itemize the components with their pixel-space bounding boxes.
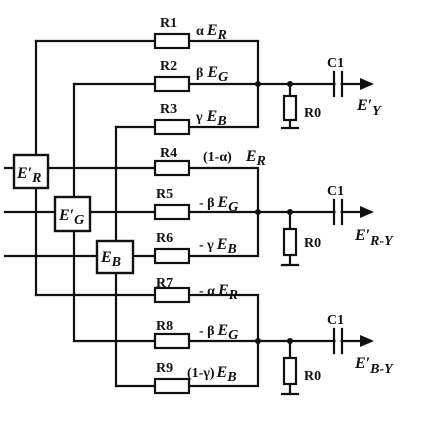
resistor-r7 xyxy=(153,286,191,304)
junction-ry xyxy=(255,209,261,215)
resistor-r2 xyxy=(153,75,191,93)
resistor-label-r8: R8 xyxy=(156,319,173,334)
load-resistor-ry xyxy=(282,227,298,257)
output-arrow-ry xyxy=(360,206,374,218)
junction-by xyxy=(255,338,261,344)
input-box-eg xyxy=(53,195,92,233)
input-box-er xyxy=(12,153,50,190)
input-box-eb xyxy=(95,239,135,275)
resistor-label-r7: R7 xyxy=(156,276,173,291)
coef-label-r4: (1-α)ER xyxy=(203,148,266,169)
resistor-label-r4: R4 xyxy=(160,146,177,161)
output-arrow-y xyxy=(360,78,374,90)
output-arrow-by xyxy=(360,335,374,347)
junction-y xyxy=(255,81,261,87)
load-label-ry: R0 xyxy=(304,236,321,251)
resistor-label-r6: R6 xyxy=(156,231,173,246)
resistor-label-r3: R3 xyxy=(160,102,177,117)
coef-label-r9: (1-γ)EB xyxy=(187,364,237,385)
resistor-label-r2: R2 xyxy=(160,59,177,74)
load-wire-y xyxy=(280,82,300,130)
resistor-r4 xyxy=(153,159,191,177)
output-label-y: E′Y xyxy=(356,97,382,119)
resistor-label-r5: R5 xyxy=(156,187,173,202)
resistor-r5 xyxy=(153,203,191,221)
resistor-r8 xyxy=(153,332,191,350)
load-resistor-by xyxy=(282,356,298,386)
cap-label-y: C1 xyxy=(327,56,344,71)
capacitor-by xyxy=(332,327,344,355)
resistor-r6 xyxy=(153,247,191,265)
resistor-r9 xyxy=(153,377,191,395)
resistor-r1 xyxy=(153,32,191,50)
wire-r4 xyxy=(34,166,260,214)
input-label-er: E′R xyxy=(16,165,42,186)
load-resistor-y xyxy=(282,94,298,122)
cap-label-ry: C1 xyxy=(327,184,344,199)
wire-r7 xyxy=(34,293,260,343)
load-label-y: R0 xyxy=(304,106,321,121)
input-label-eg: E′G xyxy=(58,207,84,228)
cap-label-by: C1 xyxy=(327,313,344,328)
capacitor-ry xyxy=(332,198,344,226)
capacitor-y xyxy=(332,70,344,98)
resistor-label-r1: R1 xyxy=(160,16,177,31)
wire-r1 xyxy=(34,39,260,86)
load-label-by: R0 xyxy=(304,369,321,384)
wire-r3 xyxy=(114,82,260,129)
output-label-ry: E′R-Y xyxy=(354,227,394,249)
load-wire-by xyxy=(280,339,300,396)
resistor-r3 xyxy=(153,118,191,136)
output-label-by: E′B-Y xyxy=(354,355,394,377)
load-wire-ry xyxy=(280,210,300,267)
wire-r9 xyxy=(114,339,260,388)
resistor-label-r9: R9 xyxy=(156,361,173,376)
input-label-eb: EB xyxy=(100,249,121,270)
